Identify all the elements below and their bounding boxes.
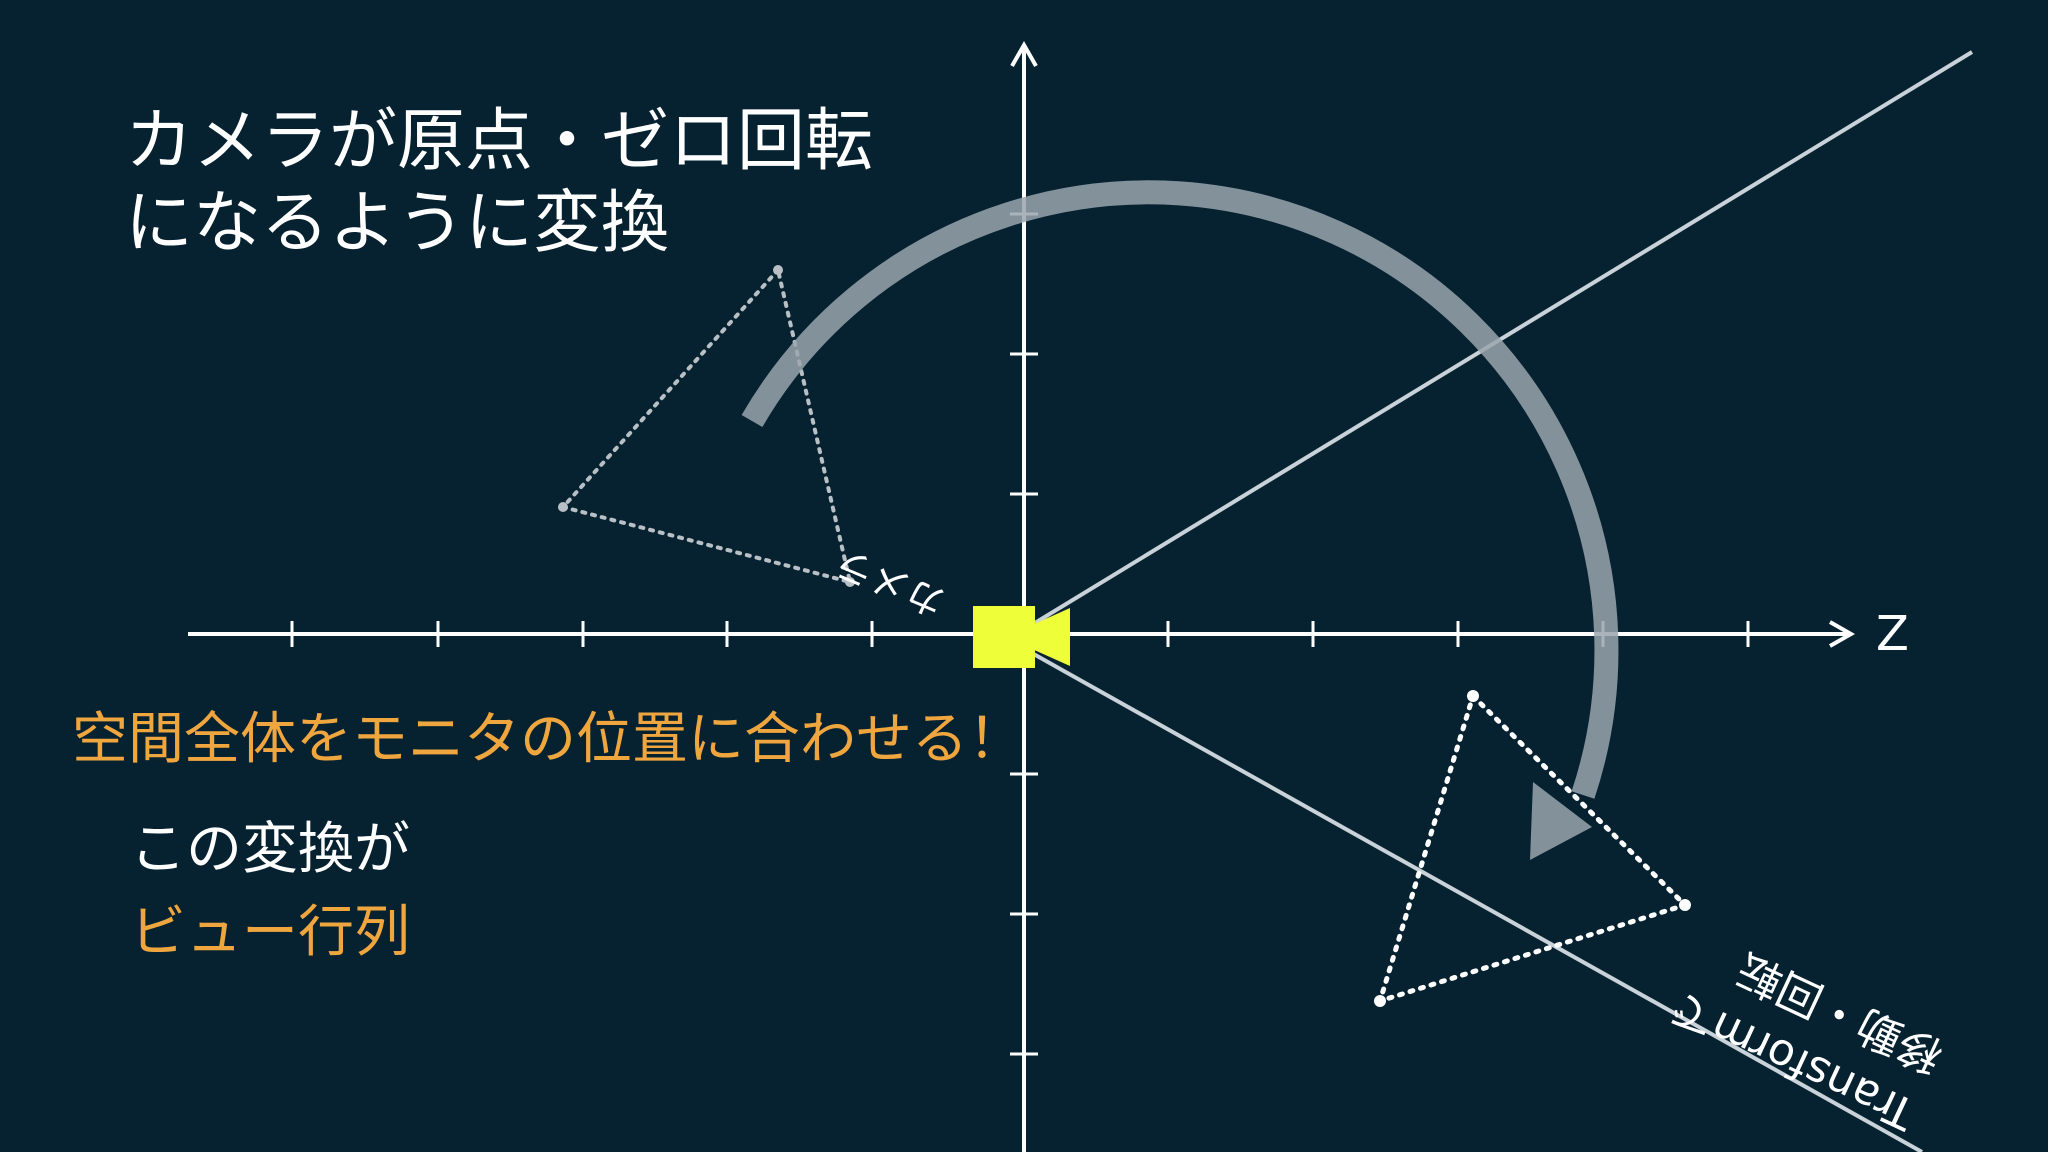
view-matrix-note-line-1: この変換が bbox=[130, 817, 410, 882]
original-camera-vertex bbox=[845, 577, 855, 587]
vertical-axis-arrowhead bbox=[1010, 40, 1038, 67]
frustum-upper-line bbox=[1028, 50, 1974, 628]
view-matrix-note-line-2: ビュー行列 bbox=[130, 900, 410, 965]
rotation-arrowhead bbox=[1530, 782, 1592, 860]
z-axis-arrowhead bbox=[1829, 620, 1856, 648]
heading-line-1: カメラが原点・ゼロ回転 bbox=[125, 102, 874, 181]
frustum-lower-line bbox=[1029, 650, 1923, 1152]
original-camera-triangle bbox=[559, 265, 853, 585]
original-camera-vertex bbox=[558, 502, 568, 512]
transformed-camera-vertex bbox=[1467, 690, 1479, 702]
transformed-camera-vertex bbox=[1374, 995, 1386, 1007]
camera-lens-icon bbox=[1032, 608, 1070, 666]
heading-line-2: になるように変換 bbox=[125, 184, 670, 263]
z-axis-label: Z bbox=[1876, 606, 1909, 662]
original-camera-label: カメラ bbox=[829, 540, 951, 625]
main-statement: 空間全体をモニタの位置に合わせる！ bbox=[72, 707, 1024, 772]
camera-body-icon bbox=[973, 606, 1035, 668]
transformed-camera-vertex bbox=[1679, 899, 1691, 911]
rotation-arrow-arc bbox=[741, 180, 1619, 799]
original-camera-vertex bbox=[773, 265, 783, 275]
